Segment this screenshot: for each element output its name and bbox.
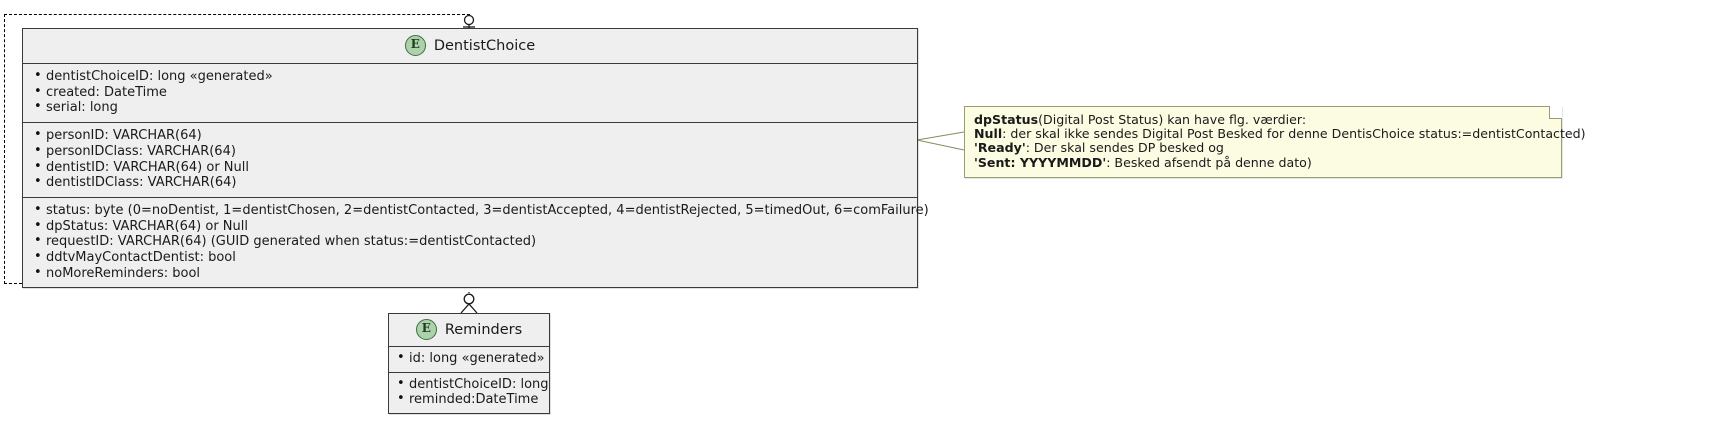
attribute-row: dpStatus: VARCHAR(64) or Null — [33, 218, 907, 235]
attribute-row: personID: VARCHAR(64) — [33, 127, 907, 144]
note-line-bold: Null — [974, 126, 1003, 142]
note-line-rest: : der skal ikke sendes Digital Post Besk… — [1002, 126, 1586, 142]
attribute-compartment-identity: dentistChoiceID: long «generated» create… — [23, 64, 917, 124]
attribute-row: id: long «generated» — [396, 350, 545, 367]
note-line-bold: 'Ready' — [974, 140, 1026, 156]
class-header-dentistchoice: E DentistChoice — [23, 29, 917, 64]
attribute-row: serial: long — [33, 99, 907, 116]
uml-note-dpstatus[interactable]: dpStatus(Digital Post Status) kan have f… — [964, 106, 1586, 178]
note-line-rest: : Besked afsendt på denne dato) — [1106, 154, 1312, 170]
note-line: Null: der skal ikke sendes Digital Post … — [974, 126, 1586, 142]
uml-class-dentistchoice[interactable]: E DentistChoice dentistChoiceID: long «g… — [22, 28, 929, 289]
note-line-rest: (Digital Post Status) kan have flg. værd… — [1038, 112, 1307, 127]
attribute-row: reminded:DateTime — [396, 391, 542, 408]
attribute-compartment-identity: id: long «generated» — [389, 347, 549, 373]
entity-badge-icon: E — [415, 319, 437, 340]
attribute-compartment-fields: dentistChoiceID: long reminded:DateTime — [389, 373, 549, 413]
note-line-rest: : Der skal sendes DP besked og — [1025, 140, 1224, 156]
attribute-row: dentistChoiceID: long «generated» — [33, 68, 907, 85]
attribute-row: dentistID: VARCHAR(64) or Null — [33, 159, 907, 176]
class-title: DentistChoice — [433, 37, 536, 54]
attribute-row: personIDClass: VARCHAR(64) — [33, 143, 907, 160]
note-line: 'Ready': Der skal sendes DP besked og — [974, 141, 1552, 155]
attribute-row: dentistIDClass: VARCHAR(64) — [33, 174, 907, 191]
attribute-row: requestID: VARCHAR(64) (GUID generated w… — [33, 233, 907, 250]
attribute-row: dentistChoiceID: long — [396, 376, 549, 393]
attribute-row: noMoreReminders: bool — [33, 265, 907, 282]
note-fold-corner-icon — [1549, 106, 1562, 119]
note-line: dpStatus(Digital Post Status) kan have f… — [974, 112, 1552, 127]
attribute-compartment-persons: personID: VARCHAR(64) personIDClass: VAR… — [23, 123, 917, 198]
attribute-compartment-status: status: byte (0=noDentist, 1=dentistChos… — [23, 198, 929, 288]
class-title: Reminders — [444, 321, 523, 338]
note-leader-line — [916, 131, 965, 151]
attribute-row: ddtvMayContactDentist: bool — [33, 249, 907, 266]
entity-badge-icon: E — [404, 35, 426, 56]
note-line-bold: 'Sent: YYYYMMDD' — [974, 154, 1107, 170]
note-line-bold: dpStatus — [974, 112, 1039, 127]
attribute-row: status: byte (0=noDentist, 1=dentistChos… — [33, 202, 929, 219]
attribute-row: created: DateTime — [33, 84, 907, 101]
uml-class-reminders[interactable]: E Reminders id: long «generated» dentist… — [388, 313, 550, 415]
class-header-reminders: E Reminders — [389, 314, 549, 347]
note-line: 'Sent: YYYYMMDD': Besked afsendt på denn… — [974, 154, 1552, 170]
